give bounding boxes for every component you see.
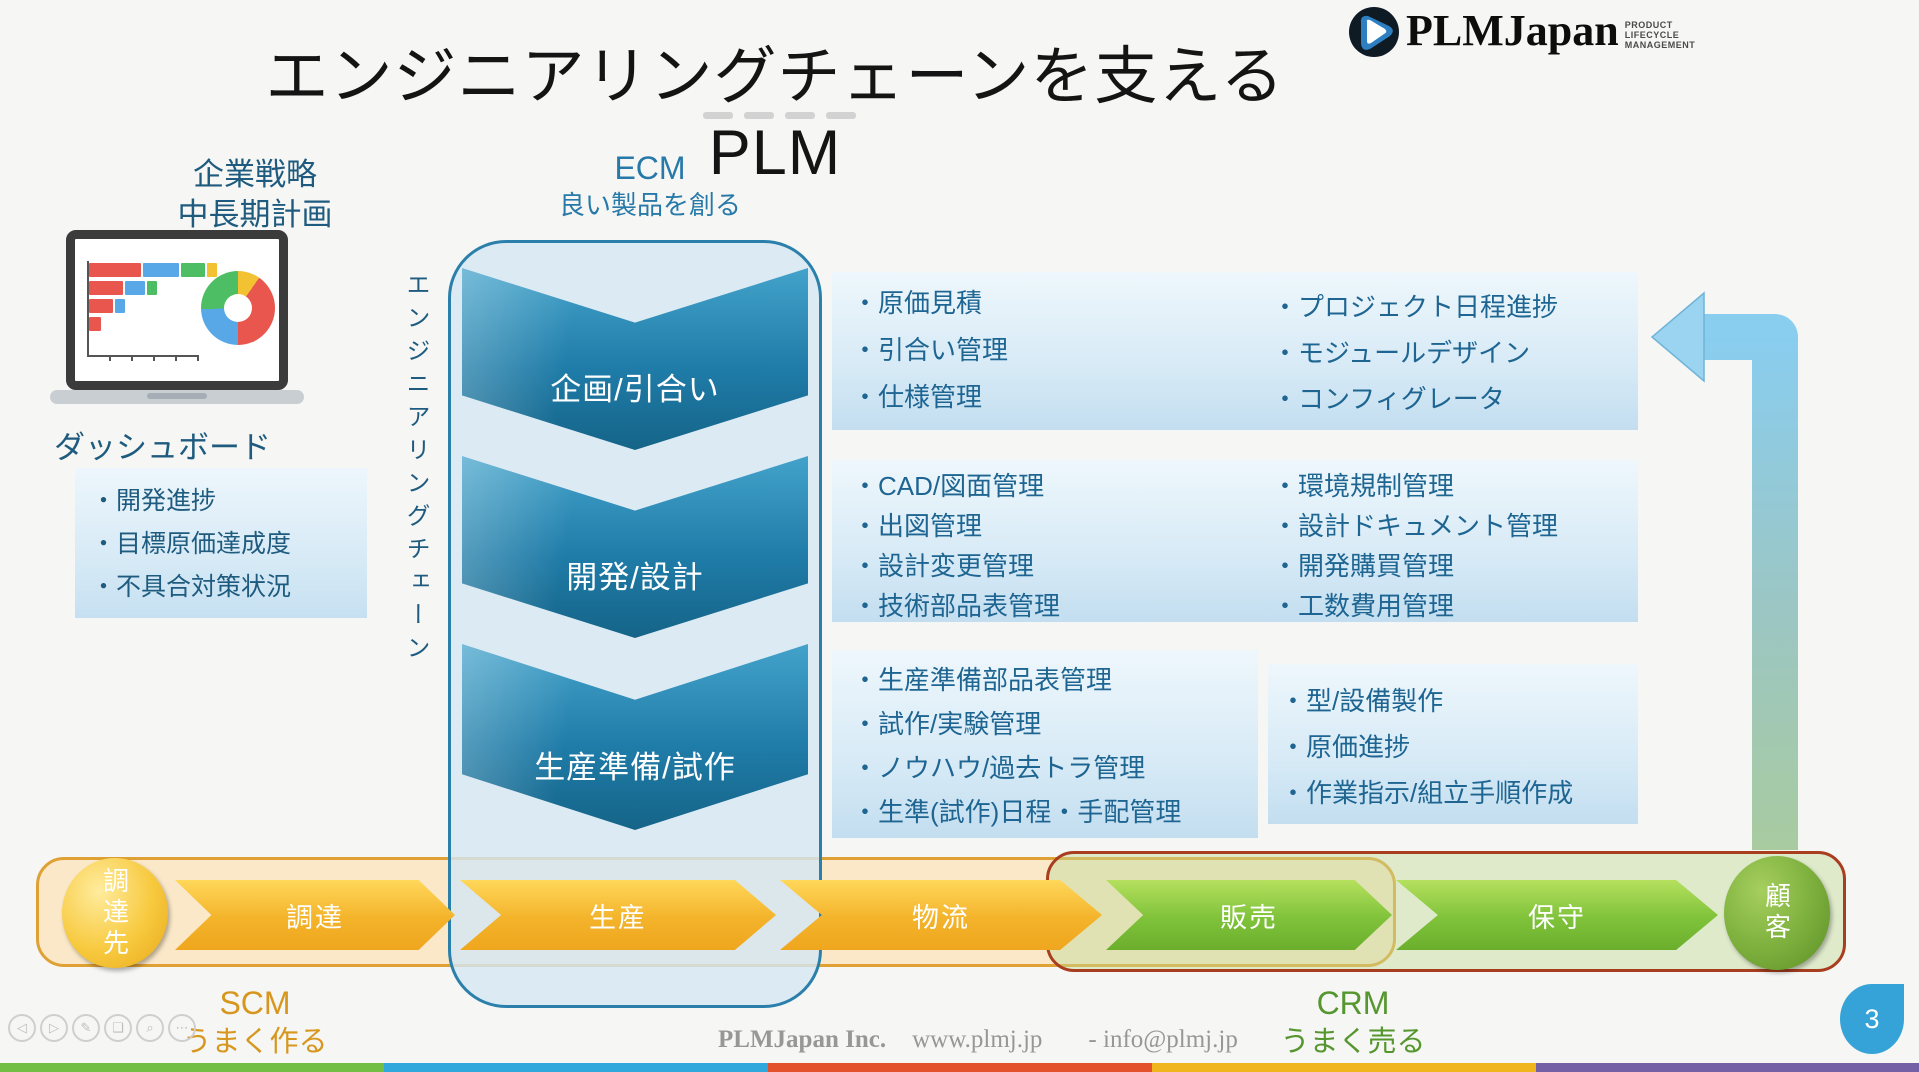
dashboard-label: ダッシュボード [54, 430, 271, 465]
theme-strip-blue [384, 1063, 768, 1072]
theme-strip-green [0, 1063, 384, 1072]
dashboard-bullet-box: ・開発進捗 ・目標原価達成度 ・不具合対策状況 [75, 468, 367, 618]
logo-tagline: PRODUCT LIFECYCLE MANAGEMENT [1624, 20, 1696, 50]
dashboard-bullet: ・開発進捗 [91, 487, 217, 515]
customer-node: 顧客 [1724, 856, 1830, 970]
crm-label: CRM うまく売る [1280, 985, 1426, 1058]
scm-label: SCM うまく作る [182, 985, 328, 1058]
slide-browser-button[interactable]: ❑ [104, 1014, 132, 1042]
supplier-node: 調達先 [62, 858, 168, 968]
chain-arrow-logistics: 物流 [780, 880, 1102, 950]
plmjapan-logo: PLMJapan PRODUCT LIFECYCLE MANAGEMENT [1348, 6, 1695, 63]
feature-box-row3-left [832, 650, 1258, 838]
pen-tool-button[interactable]: ✎ [72, 1014, 100, 1042]
theme-strip-purple [1536, 1063, 1919, 1072]
page-number-badge: 3 [1840, 984, 1904, 1054]
logo-wordmark: PLMJapan [1406, 6, 1619, 55]
zoom-button[interactable]: ⌕ [136, 1014, 164, 1042]
slideshow-controls: ◁ ▷ ✎ ❑ ⌕ ⋯ [8, 1014, 196, 1042]
footer-company: PLMJapan Inc. [718, 1026, 887, 1053]
footer-website: www.plmj.jp [912, 1026, 1043, 1053]
previous-icon: ◁ [17, 1020, 27, 1035]
feature-box-row3-right [1268, 664, 1638, 824]
theme-strip-yellow [1152, 1063, 1536, 1072]
theme-strip-red [768, 1063, 1152, 1072]
feature-list-row1-right: ・プロジェクト日程進捗・モジュールデザイン・コンフィグレータ [1272, 292, 1559, 414]
previous-slide-button[interactable]: ◁ [8, 1014, 36, 1042]
feature-list-row1-left: ・原価見積・引合い管理・仕様管理 [852, 288, 1009, 412]
ellipsis-icon: ⋯ [175, 1020, 189, 1035]
dashboard-bullet: ・目標原価達成度 [91, 530, 292, 558]
chain-arrow-procurement: 調達 [175, 880, 455, 950]
bar-chart-illustration [89, 263, 217, 335]
chain-arrow-sales: 販売 [1106, 880, 1392, 950]
next-icon: ▷ [49, 1020, 59, 1035]
slides-icon: ❑ [112, 1020, 124, 1035]
magnifier-icon: ⌕ [146, 1020, 154, 1035]
chain-arrow-production: 生産 [460, 880, 776, 950]
donut-chart-illustration [201, 271, 275, 345]
laptop-base [50, 390, 304, 404]
dashboard-bullet: ・不具合対策状況 [91, 573, 292, 601]
feature-box-row1 [832, 272, 1638, 430]
more-options-button[interactable]: ⋯ [168, 1014, 196, 1042]
chain-arrow-maintenance: 保守 [1396, 880, 1718, 950]
engineering-chain-vertical-label: エンジニアリングチェーン [402, 272, 429, 668]
next-slide-button[interactable]: ▷ [40, 1014, 68, 1042]
strategy-heading: 企業戦略 中長期計画 [177, 157, 333, 232]
pen-icon: ✎ [80, 1020, 92, 1035]
slide-footer: PLMJapan Inc. www.plmj.jp - info@plmj.jp [718, 1026, 1238, 1054]
feature-list-row2-right: ・環境規制管理・設計ドキュメント管理・開発購買管理・工数費用管理 [1272, 471, 1559, 621]
plmjapan-logo-icon [1348, 6, 1400, 63]
slide-title: エンジニアリングチェーンを支えるPLM [265, 42, 1285, 188]
title-underline-dashes [703, 112, 856, 119]
feature-list-row3-right: ・型/設備製作・原価進捗・作業指示/組立手順作成 [1280, 686, 1574, 808]
feature-list-row2-left: ・CAD/図面管理・出図管理・設計変更管理・技術部品表管理 [852, 471, 1061, 621]
ecm-heading: ECM 良い製品を創る [558, 150, 741, 220]
feature-list-row3-left: ・生産準備部品表管理・試作/実験管理・ノウハウ/過去トラ管理・生準(試作)日程・… [852, 665, 1182, 827]
dashboard-laptop-illustration [66, 230, 288, 390]
feedback-arrow [1640, 285, 1830, 870]
feature-box-row2 [832, 460, 1638, 622]
footer-email: - info@plmj.jp [1088, 1026, 1238, 1053]
